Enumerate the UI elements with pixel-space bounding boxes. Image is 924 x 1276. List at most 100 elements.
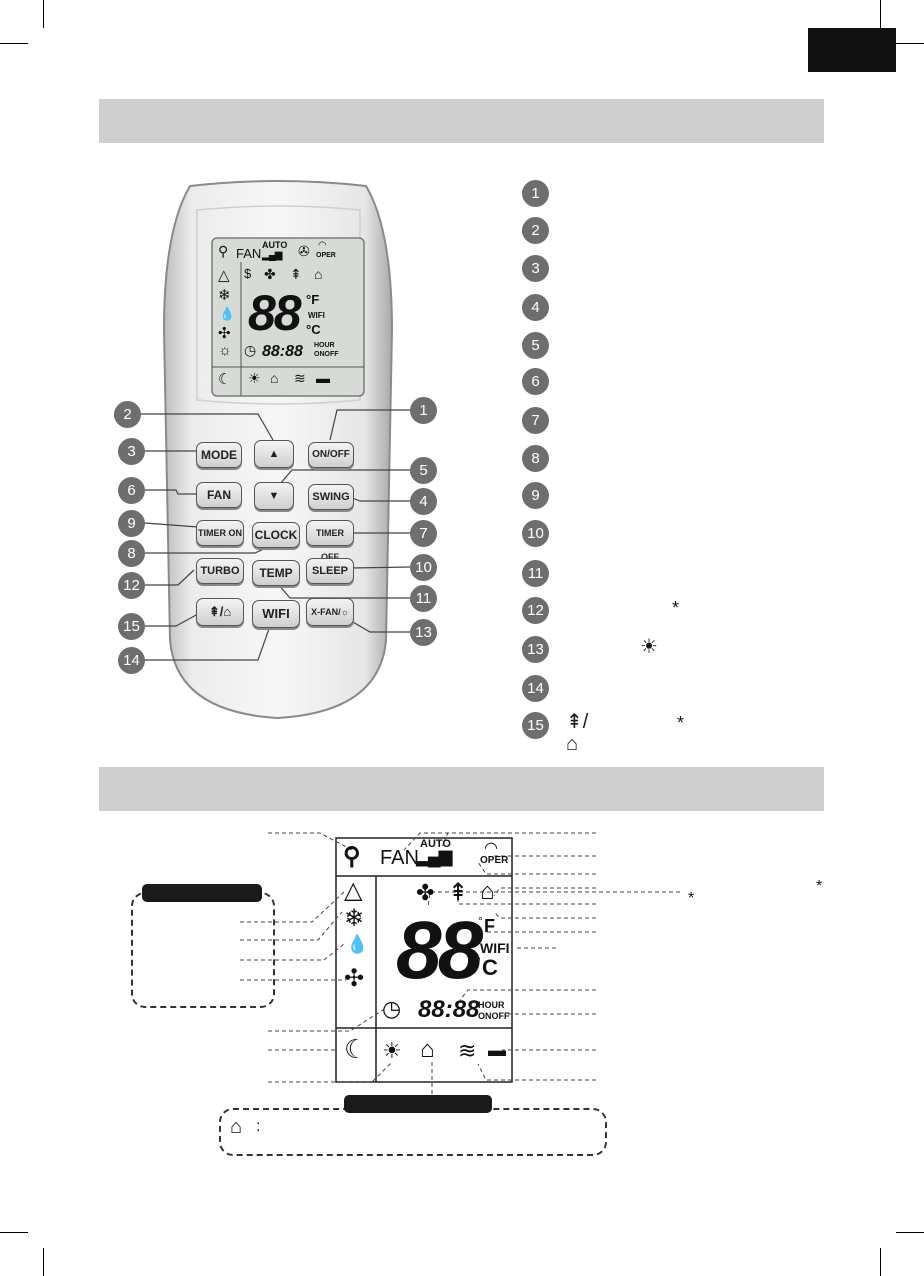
- remote-lcd-light-icon: ☀: [248, 370, 261, 386]
- display-temp-digits: 88: [396, 905, 483, 996]
- remote-lcd-fan-label: FAN: [236, 246, 262, 261]
- house-alert-icon: ⌂: [420, 1036, 435, 1063]
- modes-dashed-box: [131, 892, 275, 1008]
- callout-badge-13: 13: [410, 619, 437, 646]
- callout-badge-14: 14: [118, 647, 145, 674]
- display-fan-label: FAN: [380, 847, 419, 869]
- house-dashed-box: [219, 1108, 607, 1156]
- sleep-button[interactable]: SLEEP: [306, 558, 354, 584]
- callout-badge-6: 6: [118, 477, 145, 504]
- display-hour-label: HOUR: [478, 1000, 505, 1010]
- remote-lcd-temp-digits: 88: [248, 285, 302, 341]
- display-clock-digits: 88:88: [418, 996, 480, 1023]
- display-oper-label: OPER: [480, 855, 509, 866]
- remote-lcd-auto-label: AUTO: [262, 240, 288, 250]
- remote-lcd-fan-mode-icon: ✣: [218, 325, 231, 342]
- callout-badge-15: 15: [118, 613, 145, 640]
- callout-badge-11: 11: [410, 585, 437, 612]
- swing-icon: ≋: [458, 1038, 477, 1063]
- degree-sign: °: [476, 954, 481, 968]
- callout-badge-7: 7: [410, 520, 437, 547]
- tree-icon: ⇞: [448, 879, 469, 906]
- crop-mark: [0, 1232, 28, 1233]
- crop-mark: [43, 1248, 44, 1276]
- callout-badge-2: 2: [114, 401, 141, 428]
- crop-mark: [880, 0, 881, 28]
- on-off-button[interactable]: ON/OFF: [308, 442, 354, 468]
- callout-badge-9: 9: [118, 510, 145, 537]
- remote-lcd-hour-label: HOUR: [314, 342, 335, 349]
- asterisk: *: [816, 878, 823, 895]
- temp-button[interactable]: TEMP: [252, 560, 300, 586]
- lock-icon: ▬: [488, 1040, 506, 1060]
- crop-mark: [43, 0, 44, 28]
- remote-lcd-oper-label: OPER: [316, 252, 336, 259]
- light-bulb-icon: ☀: [640, 636, 658, 658]
- callout-badge-1: 1: [410, 397, 437, 424]
- auto-mode-icon: △: [344, 877, 363, 904]
- crop-mark: [896, 43, 924, 44]
- language-tab: [808, 28, 896, 72]
- person-icon: ⚲: [343, 843, 361, 870]
- modes-label-pill: [142, 884, 262, 902]
- house-icon: ⌂: [230, 1116, 243, 1138]
- remote-lcd-swing-icon: ≋: [294, 370, 306, 386]
- temp-up-button[interactable]: ▲: [254, 440, 294, 468]
- remote-lcd-tree-icon: ⇞: [290, 266, 302, 282]
- sleep-icon: ☾: [344, 1034, 368, 1064]
- house-colon: :: [256, 1118, 261, 1135]
- remote-lcd-house-icon: ⌂: [314, 266, 323, 282]
- timer-on-button[interactable]: TIMER ON: [196, 520, 244, 546]
- remote-lcd-lock-icon: ▬: [316, 370, 330, 386]
- remote-lcd-person-icon: ⚲: [218, 243, 229, 259]
- crop-mark: [896, 1232, 924, 1233]
- asterisk: *: [672, 598, 680, 618]
- remote-lcd-auto-icon: △: [218, 267, 230, 284]
- clock-button[interactable]: CLOCK: [252, 522, 300, 548]
- remote-lcd-sleep-icon: ☾: [218, 371, 232, 388]
- house-fresh-icon: ⌂: [480, 878, 495, 905]
- wifi-signal-icon: ◠: [484, 840, 498, 857]
- callout-badge-4: 4: [410, 488, 437, 515]
- remote-lcd-clock-digits: 88:88: [262, 343, 303, 360]
- crop-mark: [880, 1248, 881, 1276]
- remote-lcd-wifi-signal-icon: ◠: [318, 240, 327, 251]
- remote-lcd-fan-icon: ✇: [298, 243, 310, 259]
- remote-lcd-clock-icon: ◷: [244, 342, 257, 358]
- timer-off-button[interactable]: TIMER OFF: [306, 520, 354, 562]
- tree-house-icon: ⇞/⌂: [566, 711, 589, 755]
- section-header-display: [99, 767, 824, 811]
- dry-mode-icon: 💧: [346, 934, 369, 954]
- blow-fan-icon: ✤: [416, 880, 435, 905]
- health-button[interactable]: ⇞/⌂: [196, 598, 244, 626]
- fan-speed-bars: ▂▄▆: [416, 846, 452, 866]
- house-label-pill: [344, 1095, 492, 1113]
- callout-badge-12: 12: [118, 572, 145, 599]
- temp-down-button[interactable]: ▼: [254, 482, 294, 510]
- display-deg-c: C: [482, 955, 498, 980]
- remote-lcd-speed-bars: ▂▄▆: [262, 250, 282, 261]
- remote-lcd-house-alert-icon: ⌂: [270, 370, 279, 386]
- x-fan-button[interactable]: X-FAN/☼: [306, 598, 354, 626]
- remote-lcd-onoff-label: ONOFF: [314, 351, 339, 358]
- turbo-button[interactable]: TURBO: [196, 558, 244, 584]
- remote-lcd-heat-icon: ☼: [218, 342, 232, 359]
- remote-lcd-blow-icon: ✤: [264, 266, 276, 282]
- remote-lcd-deg-f: °F: [306, 292, 320, 307]
- mode-button[interactable]: MODE: [196, 442, 242, 468]
- cool-mode-icon: ❄: [344, 905, 365, 932]
- wifi-button[interactable]: WIFI: [252, 600, 300, 628]
- remote-lcd-dry-icon: 💧: [219, 306, 236, 321]
- degree-sign: °: [478, 914, 483, 928]
- swing-button[interactable]: SWING: [308, 484, 354, 510]
- callout-badge-5: 5: [410, 457, 437, 484]
- display-wifi-label: WIFI: [480, 940, 510, 956]
- asterisk: *: [677, 713, 685, 733]
- light-icon: ☀: [382, 1038, 402, 1063]
- fan-button[interactable]: FAN: [196, 482, 242, 508]
- callout-badge-10: 10: [410, 554, 437, 581]
- callout-badge-3: 3: [118, 438, 145, 465]
- fan-mode-icon: ✣: [344, 965, 365, 992]
- remote-lcd-wifi-label: WIFI: [308, 311, 325, 320]
